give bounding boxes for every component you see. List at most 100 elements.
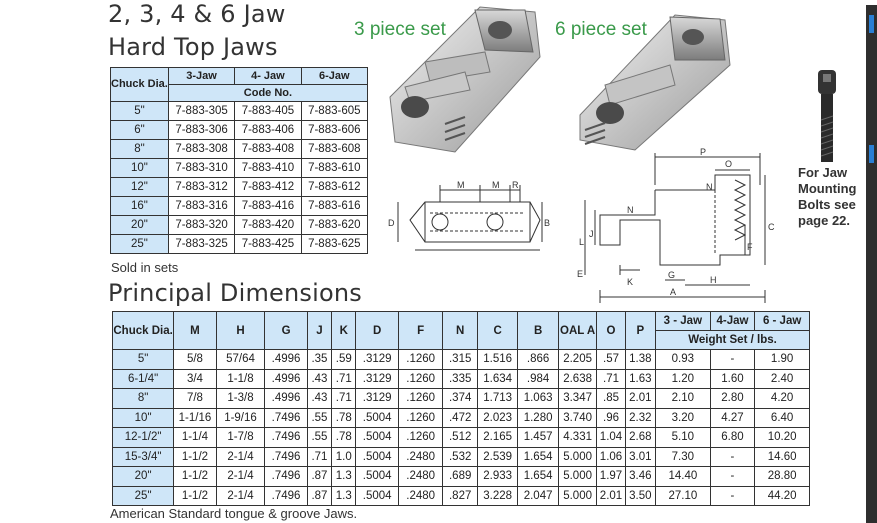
code-cell: 7-883-606 xyxy=(300,120,369,140)
dimension-cell: 1-3/8 xyxy=(215,388,266,409)
page-title-line-2: Hard Top Jaws xyxy=(108,33,278,61)
dimension-cell: .71 xyxy=(331,388,357,409)
code-cell: 7-883-308 xyxy=(167,139,236,159)
dimension-cell: .5004 xyxy=(355,407,399,428)
weight-cell: - xyxy=(709,466,756,487)
weight-cell: 14.60 xyxy=(754,446,810,467)
code-cell: 7-883-316 xyxy=(167,196,236,216)
weight-cell: 1.90 xyxy=(754,349,810,370)
dimension-cell: .96 xyxy=(596,407,626,428)
weight-cell: 2.40 xyxy=(754,368,810,389)
mounting-bolt-image xyxy=(818,70,836,162)
dim-label-d: D xyxy=(388,218,395,228)
chuck-dia-cell: 20" xyxy=(110,215,169,235)
dimension-cell: .532 xyxy=(442,446,478,467)
code-cell: 7-883-320 xyxy=(167,215,236,235)
dims-m-header: M xyxy=(173,311,217,350)
dimension-cell: 2.01 xyxy=(596,485,626,506)
dimension-cell: 1-1/16 xyxy=(173,407,217,428)
dim-label-k: K xyxy=(627,277,633,287)
chuck-dia-cell: 5" xyxy=(110,101,169,121)
dimension-cell: .55 xyxy=(306,407,333,428)
weight-cell: 7.30 xyxy=(655,446,711,467)
dimension-cell: 4.331 xyxy=(557,427,598,448)
code-cell: 7-883-410 xyxy=(234,158,302,178)
dimension-cell: 3/4 xyxy=(173,368,217,389)
dim-label-m2: M xyxy=(492,180,500,190)
dimension-cell: .2480 xyxy=(397,466,444,487)
dimension-cell: .35 xyxy=(306,349,333,370)
weight-cell: 1.60 xyxy=(709,368,756,389)
dimension-cell: .7496 xyxy=(264,407,308,428)
weight-cell: 6.40 xyxy=(754,407,810,428)
dimension-cell: 1.06 xyxy=(596,446,626,467)
chuck-dia-cell: 15-3/4" xyxy=(111,446,175,467)
dim-label-g: G xyxy=(668,270,675,280)
dimension-cell: 1.634 xyxy=(476,368,519,389)
dimension-cell: .827 xyxy=(442,485,478,506)
dimension-cell: .4996 xyxy=(264,368,308,389)
six-piece-set-label: 6 piece set xyxy=(555,19,647,40)
chuck-dia-cell: 12" xyxy=(110,177,169,197)
dims-g-header: G xyxy=(264,311,308,350)
dimension-cell: .43 xyxy=(306,388,333,409)
weight-cell: 2.10 xyxy=(655,388,711,409)
dims-o-header: O xyxy=(596,311,626,350)
dimension-cell: 1-7/8 xyxy=(215,427,266,448)
dimension-cell: .2480 xyxy=(397,485,444,506)
weight-cell: 2.80 xyxy=(709,388,756,409)
dims-j-header: J xyxy=(306,311,333,350)
dims-k-header: K xyxy=(331,311,357,350)
dimension-cell: .87 xyxy=(306,485,333,506)
dimension-cell: .472 xyxy=(442,407,478,428)
code-cell: 7-883-412 xyxy=(234,177,302,197)
dims-f-header: F xyxy=(397,311,444,350)
code-cell: 7-883-306 xyxy=(167,120,236,140)
dimension-cell: 5.000 xyxy=(557,485,598,506)
dimension-cell: .689 xyxy=(442,466,478,487)
dimension-cell: 1.713 xyxy=(476,388,519,409)
dimension-cell: .59 xyxy=(331,349,357,370)
chuck-dia-cell: 6-1/4" xyxy=(111,368,175,389)
dimension-cell: 1.3 xyxy=(331,466,357,487)
dim-label-l: L xyxy=(579,237,584,247)
dimension-cell: .1260 xyxy=(397,427,444,448)
dimension-cell: 57/64 xyxy=(215,349,266,370)
weight-cell: 0.93 xyxy=(655,349,711,370)
weight-cell: 4.20 xyxy=(754,388,810,409)
code-cell: 7-883-425 xyxy=(234,234,302,254)
dimension-cell: .78 xyxy=(331,407,357,428)
weight-cell: - xyxy=(709,446,756,467)
edge-accent-top xyxy=(869,15,874,33)
code-cell: 7-883-312 xyxy=(167,177,236,197)
dimension-cell: 1.654 xyxy=(517,466,559,487)
dimension-cell: .3129 xyxy=(355,388,399,409)
dimension-cell: .5004 xyxy=(355,427,399,448)
dimension-cell: .374 xyxy=(442,388,478,409)
dim-label-e: E xyxy=(577,269,583,279)
four-jaw-header: 4- Jaw xyxy=(234,67,302,85)
code-no-header: Code No. xyxy=(167,84,369,102)
dim-label-b: B xyxy=(544,218,550,228)
weight-set-header: Weight Set / lbs. xyxy=(655,330,810,350)
code-cell: 7-883-310 xyxy=(167,158,236,178)
dim-label-j: J xyxy=(589,229,594,239)
dimension-cell: 2-1/4 xyxy=(215,466,266,487)
dimension-cell: 1.457 xyxy=(517,427,559,448)
dimension-cell: .866 xyxy=(517,349,559,370)
weight-cell: - xyxy=(709,485,756,506)
dimension-cell: 7/8 xyxy=(173,388,217,409)
weight-cell: 28.80 xyxy=(754,466,810,487)
dim-label-p: P xyxy=(700,147,706,157)
dimension-cell: 2.023 xyxy=(476,407,519,428)
dimension-cell: .1260 xyxy=(397,388,444,409)
chuck-dia-cell: 10" xyxy=(110,158,169,178)
dims-b-header: B xyxy=(517,311,559,350)
